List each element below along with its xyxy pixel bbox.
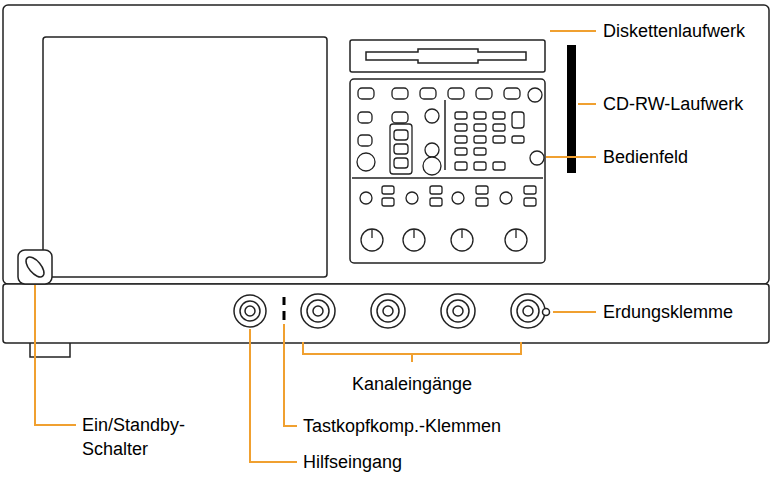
button xyxy=(493,136,505,143)
leader-line xyxy=(550,30,596,32)
button xyxy=(476,186,488,194)
button-group xyxy=(390,124,412,174)
knob xyxy=(360,192,372,204)
control-panel xyxy=(350,79,545,263)
leader-line xyxy=(284,324,297,426)
button xyxy=(512,112,524,128)
ground-terminal xyxy=(543,309,550,316)
button xyxy=(474,148,486,155)
panel-divider xyxy=(352,177,543,179)
leader-line xyxy=(553,311,596,313)
knob xyxy=(530,151,544,165)
button xyxy=(430,198,442,206)
button xyxy=(392,88,408,99)
panel-divider xyxy=(444,100,446,170)
knob xyxy=(500,192,512,204)
display-screen xyxy=(43,37,327,277)
leader-lines xyxy=(35,31,596,462)
leader-line xyxy=(578,103,596,105)
button xyxy=(448,88,464,99)
knob xyxy=(425,143,439,157)
channel-input-pin xyxy=(523,306,533,316)
channel-input xyxy=(371,294,405,328)
button xyxy=(394,130,408,140)
button xyxy=(474,136,486,143)
callout-label: Bedienfeld xyxy=(603,146,688,168)
button xyxy=(455,162,467,170)
button xyxy=(524,186,536,194)
button xyxy=(493,162,505,170)
button xyxy=(524,198,536,206)
callout-label: Diskettenlaufwerk xyxy=(603,20,745,42)
button xyxy=(358,112,372,123)
knob xyxy=(406,192,418,204)
callout-label: CD-RW-Laufwerk xyxy=(603,93,743,115)
button xyxy=(382,198,394,206)
button xyxy=(474,162,486,170)
lower-bezel xyxy=(3,284,769,343)
upper-housing xyxy=(3,5,769,284)
channel-input-ring xyxy=(447,300,469,322)
knob xyxy=(423,157,441,175)
button xyxy=(474,112,486,119)
knob xyxy=(425,109,439,123)
power-switch xyxy=(18,250,52,284)
button xyxy=(512,136,524,143)
bracket xyxy=(303,342,521,362)
knob xyxy=(452,192,464,204)
button xyxy=(493,124,505,131)
channel-input-ring xyxy=(377,300,399,322)
button xyxy=(455,112,467,119)
button xyxy=(420,88,436,99)
floppy-slot xyxy=(366,49,526,63)
channel-input-pin xyxy=(383,306,393,316)
button xyxy=(493,112,505,119)
channel-input-ring xyxy=(517,300,539,322)
button xyxy=(394,144,408,154)
aux-input xyxy=(234,295,266,327)
button xyxy=(476,198,488,206)
aux-input-pin xyxy=(245,306,255,316)
channel-input xyxy=(511,294,545,328)
callout-label: Ein/Standby- Schalter xyxy=(82,413,207,461)
button xyxy=(358,88,374,99)
power-button xyxy=(23,254,48,280)
channel-input-pin xyxy=(453,306,463,316)
cd-rw-drive xyxy=(567,45,576,173)
button xyxy=(474,124,486,131)
button xyxy=(455,124,467,131)
aux-input-ring xyxy=(240,301,260,321)
callout-label: Erdungsklemme xyxy=(603,301,733,323)
knob-marks xyxy=(372,229,516,238)
button xyxy=(455,136,467,143)
button xyxy=(504,88,520,99)
oscilloscope-body xyxy=(3,5,769,357)
channel-input-pin xyxy=(313,306,323,316)
probe-comp-terminals xyxy=(283,297,286,320)
button xyxy=(430,186,442,194)
leader-line xyxy=(35,285,76,425)
callout-label: Hilfseingang xyxy=(303,451,402,473)
control-elements xyxy=(357,88,544,251)
group-label: Kanaleingänge xyxy=(312,373,512,395)
leader-line xyxy=(250,329,297,462)
leader-line xyxy=(546,156,596,158)
channel-input xyxy=(301,294,335,328)
callout-label: Tastkopfkomp.-Klemmen xyxy=(303,415,501,437)
button xyxy=(476,88,492,99)
button xyxy=(455,148,467,155)
knob xyxy=(528,88,542,102)
button xyxy=(392,112,408,123)
button xyxy=(382,186,394,194)
button xyxy=(358,135,372,146)
channel-input-ring xyxy=(307,300,329,322)
button xyxy=(394,158,408,168)
floppy-drive xyxy=(350,40,545,72)
knob xyxy=(357,153,375,171)
channel-input xyxy=(441,294,475,328)
front-connectors xyxy=(18,250,550,328)
